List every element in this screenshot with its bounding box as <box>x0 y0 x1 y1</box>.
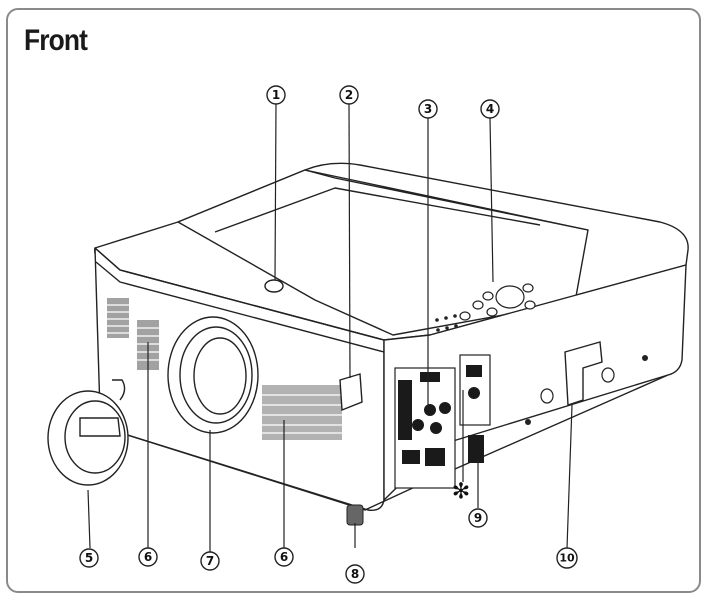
callout-8: 8 <box>351 567 359 581</box>
callout-circle-2 <box>339 85 359 105</box>
callout-circle-4 <box>480 99 500 119</box>
lens-cap <box>47 379 129 486</box>
callout-2: 2 <box>345 88 353 102</box>
callout-circle-6b <box>274 547 294 567</box>
callout-4: 4 <box>486 102 494 116</box>
callout-6b: 6 <box>280 550 288 564</box>
callout-circle-3 <box>418 99 438 119</box>
asterisk-marker: ✻ <box>452 480 470 505</box>
callout-6a: 6 <box>144 550 152 564</box>
callout-circle-10 <box>556 547 578 569</box>
remote-sensor <box>339 373 363 412</box>
adjustable-foot <box>346 504 364 526</box>
callout-5: 5 <box>85 551 93 565</box>
callout-circle-8 <box>345 564 365 584</box>
callout-circle-6a <box>138 547 158 567</box>
projector-side <box>383 264 687 501</box>
side-bracket <box>564 341 603 406</box>
terminal-panel <box>394 354 491 489</box>
callout-9: 9 <box>474 511 482 525</box>
callout-1: 1 <box>272 88 280 102</box>
callout-circle-9 <box>468 508 488 528</box>
vent-grilles <box>107 298 342 440</box>
top-button <box>264 279 284 293</box>
callout-circle-1 <box>266 85 286 105</box>
callout-circle-7 <box>200 551 220 571</box>
callout-7: 7 <box>206 554 214 568</box>
callout-10: 10 <box>559 552 575 565</box>
callout-circle-5 <box>79 548 99 568</box>
callout-3: 3 <box>424 102 432 116</box>
figure-title: Front <box>24 24 88 57</box>
top-control-panel <box>459 283 536 321</box>
leader-lines <box>87 103 573 552</box>
